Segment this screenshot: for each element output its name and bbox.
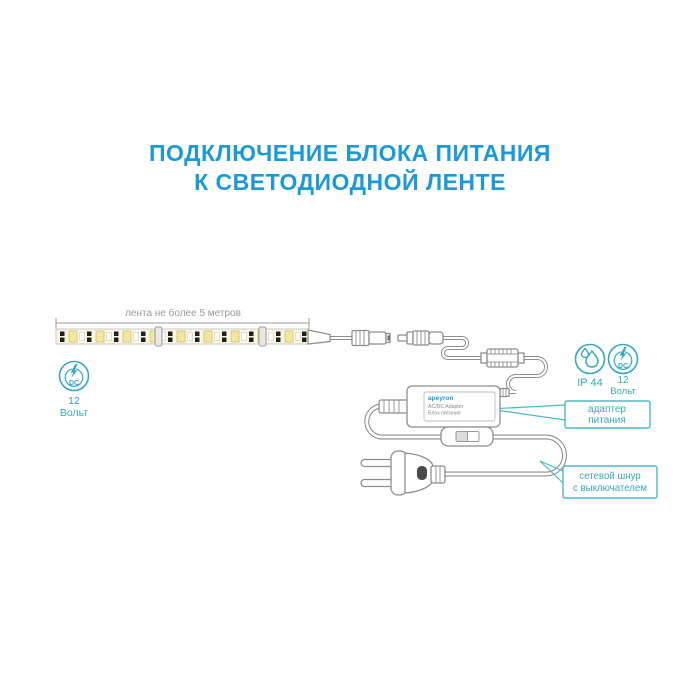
led-strip: [55, 326, 331, 347]
voltage-unit: Вольт: [60, 407, 88, 419]
strip-dimension-label: лента не более 5 метров: [125, 307, 241, 319]
dc-12v-badge-right: DC 12 Вольт: [607, 343, 639, 397]
cable-coupling: [480, 348, 525, 368]
adapter-logo: apeyron: [428, 395, 453, 402]
page-title: ПОДКЛЮЧЕНИЕ БЛОКА ПИТАНИЯ К СВЕТОДИОДНОЙ…: [0, 139, 700, 197]
dc-12v-badge-left: DC 12 Вольт: [58, 360, 90, 419]
dc-symbol: DC: [618, 363, 628, 370]
strip-dimension: лента не более 5 метров: [55, 307, 310, 329]
page-title-line1: ПОДКЛЮЧЕНИЕ БЛОКА ПИТАНИЯ: [149, 140, 551, 166]
page-title-line2: К СВЕТОДИОДНОЙ ЛЕНТЕ: [194, 169, 506, 195]
strip-end-cap: [307, 329, 331, 345]
adapter-text-line2: Блок питания: [428, 411, 461, 417]
inline-switch: [440, 426, 494, 447]
adapter-callout-line1: адаптер: [588, 404, 626, 415]
ip-rating-label: IP 44: [577, 377, 603, 389]
cord-callout-line1: сетевой шнур: [579, 471, 640, 482]
mains-plug: [360, 450, 446, 496]
voltage-value: 12: [68, 395, 80, 407]
adapter-dc-outlet: [499, 387, 510, 398]
strip-joint: [154, 326, 163, 347]
adapter-callout: адаптер питания: [564, 400, 651, 429]
plug-pin: [360, 458, 395, 468]
cord-callout-line2: с выключателем: [573, 483, 647, 494]
plug-pin: [360, 478, 395, 488]
adapter-callout-line2: питания: [588, 415, 626, 426]
cord-callout: сетевой шнур с выключателем: [562, 465, 658, 499]
ip44-badge: IP 44: [574, 343, 606, 389]
voltage-unit: Вольт: [610, 386, 636, 397]
dc-plug-male: [397, 330, 444, 346]
power-adapter: apeyron AC/DC Adapter Блок питания: [378, 385, 510, 428]
voltage-value: 12: [617, 375, 629, 386]
adapter-text-line1: AC/DC Adapter: [428, 404, 464, 410]
dc-jack-female: [351, 329, 391, 347]
strip-joint: [258, 326, 267, 347]
dc-symbol: DC: [69, 380, 79, 387]
cord-callout-pointer: [539, 460, 564, 484]
